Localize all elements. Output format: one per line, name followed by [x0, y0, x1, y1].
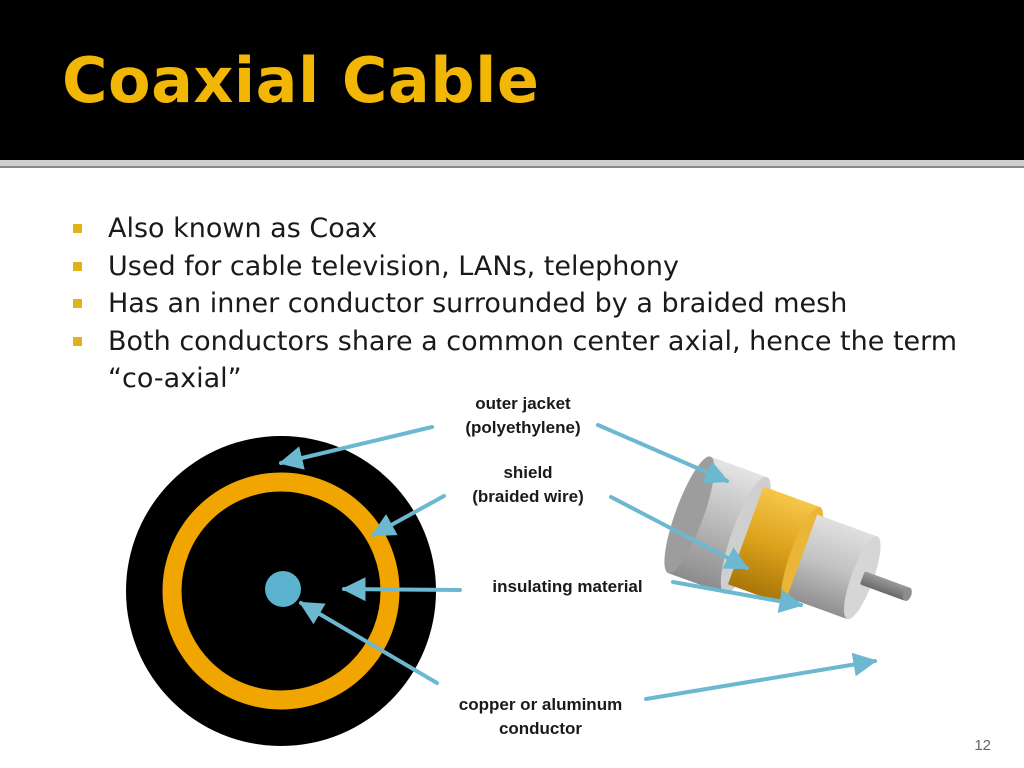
label-insulating-material: insulating material	[470, 575, 665, 599]
arrow-jacket-right	[596, 423, 730, 484]
label-conductor-line1: copper or aluminum	[458, 695, 623, 714]
bullet-item: Has an inner conductor surrounded by a b…	[70, 285, 970, 323]
label-outer-jacket: outer jacket (polyethylene)	[448, 392, 598, 440]
cable-jacket-body	[668, 456, 767, 594]
page-number: 12	[974, 737, 991, 754]
header-divider-shadow	[0, 166, 1024, 168]
arrow-jacket-left	[278, 425, 434, 470]
slide-title: Coaxial Cable	[62, 44, 540, 117]
arrow-conductor-left	[298, 601, 439, 685]
title-bar: Coaxial Cable	[0, 0, 1024, 160]
label-shield-line2: (braided wire)	[472, 487, 584, 506]
header-divider	[0, 160, 1024, 166]
cable-core	[860, 571, 910, 601]
conductor-core	[265, 571, 301, 607]
label-outer-jacket-line2: (polyethylene)	[465, 418, 581, 437]
bullet-item: Also known as Coax	[70, 210, 970, 248]
cable-illustration	[664, 456, 912, 620]
bullet-item: Both conductors share a common center ax…	[70, 323, 970, 398]
bullet-square-icon	[73, 224, 82, 233]
arrow-shield-left	[370, 494, 446, 537]
bullet-text: Used for cable television, LANs, telepho…	[108, 250, 679, 282]
cable-shield-body	[727, 486, 820, 605]
bullet-item: Used for cable television, LANs, telepho…	[70, 248, 970, 286]
label-insulating-line: insulating material	[492, 577, 643, 596]
label-shield: shield (braided wire)	[453, 461, 603, 509]
arrow-insulation-left	[341, 577, 462, 602]
bullet-square-icon	[73, 299, 82, 308]
arrow-shield-right	[609, 495, 750, 570]
bullet-square-icon	[73, 336, 82, 346]
label-conductor: copper or aluminum conductor	[433, 693, 648, 741]
cable-core-tip	[902, 587, 912, 601]
pointer-arrows	[278, 423, 878, 701]
bullet-text: Has an inner conductor surrounded by a b…	[108, 288, 848, 319]
bullet-text: Also known as Coax	[108, 213, 378, 244]
label-outer-jacket-line1: outer jacket	[475, 394, 571, 413]
bullet-square-icon	[73, 261, 82, 271]
cable-jacket-back	[664, 456, 715, 574]
bullet-list: Also known as Coax Used for cable televi…	[70, 210, 970, 398]
arrow-conductor-right	[644, 652, 878, 701]
arrow-insulation-right	[671, 580, 804, 613]
label-shield-line1: shield	[503, 463, 553, 482]
label-conductor-line2: conductor	[498, 719, 583, 738]
bullet-text: Both conductors share a common center ax…	[108, 325, 958, 395]
